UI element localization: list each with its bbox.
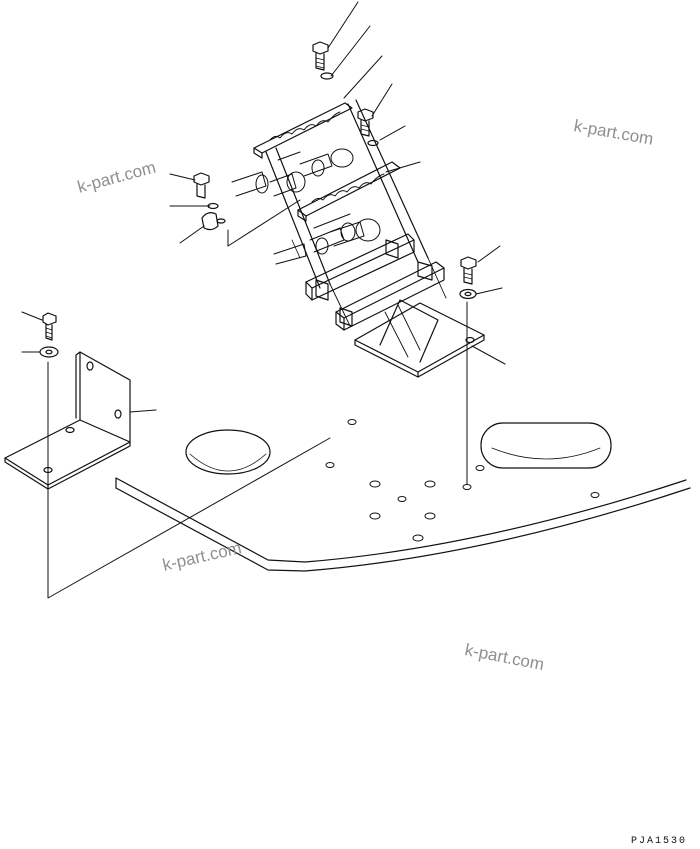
assembly-line <box>47 361 331 599</box>
oblong-hole <box>480 422 612 469</box>
left-bolt-icon <box>42 312 57 341</box>
drawing-code: PJA1530 <box>631 836 688 847</box>
standoff-posts <box>315 239 433 327</box>
right-bolt-icon <box>460 256 477 285</box>
right-washer-icon <box>459 288 477 300</box>
top-bolt-icon <box>312 41 334 80</box>
connector-bracket <box>227 99 485 378</box>
left-connector-bolt-icon <box>193 172 226 231</box>
upper-connectors <box>231 148 354 197</box>
round-hole <box>185 429 271 475</box>
floor-plate <box>115 419 691 572</box>
leader-lines <box>21 1 506 413</box>
lower-connectors <box>273 213 381 265</box>
mid-bolt-icon <box>357 108 379 147</box>
l-bracket <box>4 351 131 490</box>
left-washer-icon <box>39 346 59 358</box>
plate-holes <box>325 419 600 542</box>
